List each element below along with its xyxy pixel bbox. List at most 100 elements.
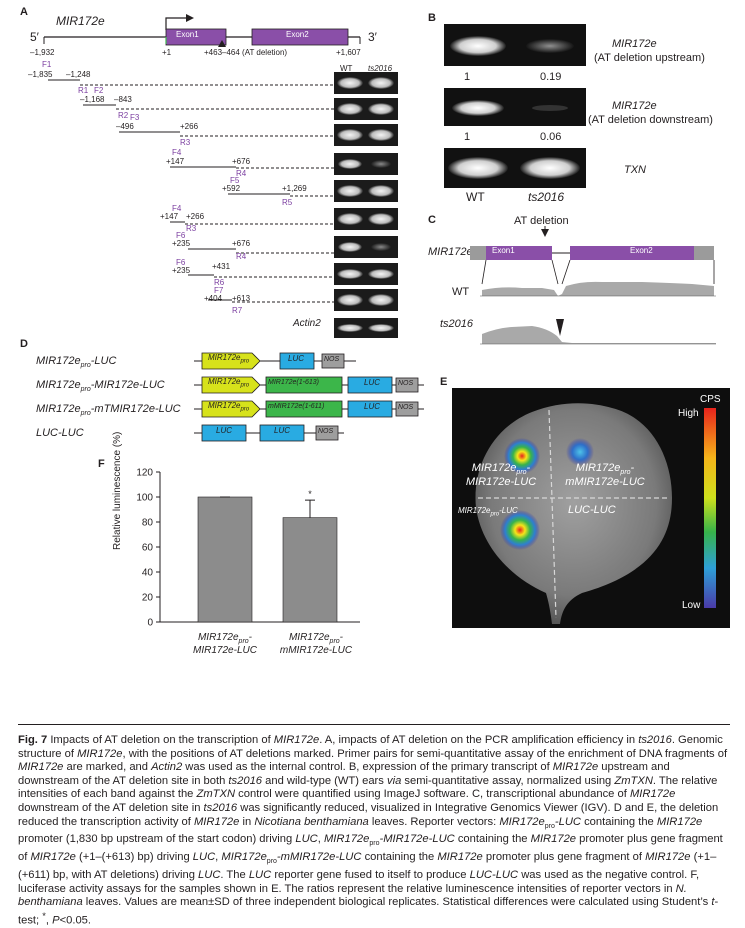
d4-nos: NOS: [318, 428, 334, 435]
gel1-val-wt: 1: [464, 71, 471, 83]
panel-label-b: B: [428, 12, 436, 24]
panel-label-a: A: [20, 6, 28, 18]
construct-2-name: MIR172epro-MIR172e-LUC: [36, 379, 165, 394]
c-exon1: Exon1: [492, 246, 515, 255]
d1-nos: NOS: [324, 356, 340, 363]
primer-r3: R3: [180, 138, 191, 147]
primer-f6b-coord: +235: [172, 266, 191, 275]
d3-prom: MIR172epro: [208, 401, 250, 413]
chart-y-tick-label: 40: [142, 568, 154, 579]
d2-nos: NOS: [398, 380, 414, 387]
d2-prom: MIR172epro: [208, 377, 250, 389]
lane-wt-b: WT: [466, 190, 485, 204]
primer-r2: R2: [118, 111, 129, 120]
d2-frag: MIR172e(1-613): [268, 379, 319, 386]
gel1-gene: MIR172e: [612, 38, 657, 50]
lane-mut-b: ts2016: [528, 190, 565, 204]
construct-3-name: MIR172epro-mTMIR172e-LUC: [36, 403, 181, 418]
gel3-gene: TXN: [624, 164, 646, 176]
panel-label-e: E: [440, 376, 448, 388]
exon1-label-a: Exon1: [176, 30, 199, 39]
e-q4-label: LUC-LUC: [568, 504, 616, 516]
primer-r6-coord: +431: [212, 262, 231, 271]
primer-f3: F3: [130, 113, 140, 122]
primer-r5: R5: [282, 198, 293, 207]
lane-mut-a: ts2016: [368, 64, 393, 73]
chart-bar: [197, 496, 253, 623]
gel2-val-wt: 1: [464, 131, 471, 143]
chart-y-tick-label: 120: [136, 468, 153, 479]
gel2-desc: (AT deletion downstream): [588, 114, 713, 126]
primer-r1-coord: –1,248: [66, 70, 91, 79]
pos-start: –1,932: [30, 48, 55, 57]
leaf-image: MIR172epro-MIR172e-LUC MIR172epro-mMIR17…: [452, 388, 730, 628]
chart-y-tick-label: 20: [142, 593, 154, 604]
e-scale-high: High: [678, 408, 699, 419]
d2-luc: LUC: [364, 378, 381, 387]
panel-label-f: F: [98, 458, 105, 470]
chart-y-tick-label: 100: [136, 493, 153, 504]
gel2-gene: MIR172e: [612, 100, 657, 112]
primer-r5-coord: +1,269: [282, 184, 307, 193]
primer-r3-coord: +266: [180, 122, 199, 131]
control-actin2: Actin2: [293, 318, 321, 329]
primer-f4-coord: +147: [166, 157, 185, 166]
primer-r2-coord: –843: [114, 95, 132, 104]
e-q3-label: MIR172epro-LUC: [458, 506, 518, 518]
gel-strip-a: [334, 72, 398, 338]
construct-1-name: MIR172epro-LUC: [36, 355, 117, 370]
exon2-label-a: Exon2: [286, 30, 309, 39]
primer-f6: F6: [176, 231, 186, 240]
d3-luc: LUC: [364, 402, 381, 411]
pos-at-deletion: +463–464 (AT deletion): [204, 48, 288, 57]
five-prime-label: 5′: [30, 30, 39, 44]
primer-f2-coord: –1,168: [80, 95, 105, 104]
chart-significance-star: *: [308, 489, 312, 499]
gel2-val-mut: 0.06: [540, 131, 562, 143]
d1-prom: MIR172epro: [208, 353, 250, 365]
d3-frag: mMIR172e(1-611): [268, 403, 325, 410]
d4-luc1: LUC: [216, 426, 233, 435]
c-exon2: Exon2: [630, 246, 653, 255]
primer-f3-coord: –496: [116, 122, 134, 131]
primer-f4: F4: [172, 148, 182, 157]
primer-r4-coord: +676: [232, 157, 251, 166]
e-q1-label: MIR172epro-MIR172e-LUC: [465, 462, 537, 489]
primer-r1: R1: [78, 86, 89, 95]
chart-cat1-label: MIR172epro-MIR172e-LUC: [193, 632, 257, 656]
construct-4-name: LUC-LUC: [36, 427, 84, 439]
d1-luc: LUC: [288, 354, 305, 363]
chart-bar: [282, 517, 338, 623]
primer-f7-coord: +404: [204, 294, 223, 303]
igv-tracks: [470, 226, 716, 345]
primer-f4b: F4: [172, 204, 182, 213]
primer-f6b: F6: [176, 258, 186, 267]
primer-r4b: R4: [236, 252, 247, 261]
primer-r3b-coord: +266: [186, 212, 205, 221]
leaf-graphic: [475, 403, 716, 624]
figure-caption: Fig. 7 Impacts of AT deletion on the tra…: [18, 734, 728, 927]
panel-a-diagram: [43, 14, 361, 303]
primer-f5-coord: +592: [222, 184, 241, 193]
chart-y-tick-label: 0: [147, 618, 153, 629]
pos-tss: +1: [162, 48, 172, 57]
panel-label-c: C: [428, 214, 436, 226]
primer-f2: F2: [94, 86, 104, 95]
d4-luc2: LUC: [274, 426, 291, 435]
primer-r4b-coord: +676: [232, 239, 251, 248]
lane-wt-a: WT: [340, 64, 353, 73]
primer-r7-coord: +613: [232, 294, 251, 303]
primer-f4b-coord: +147: [160, 212, 179, 221]
gel-strip-b: [444, 24, 586, 188]
primer-f5: F5: [230, 176, 240, 185]
e-scale-title: CPS: [700, 394, 721, 405]
chart-y-tick-label: 80: [142, 518, 154, 529]
primer-f6-coord: +235: [172, 239, 191, 248]
chart-cat2-label: MIR172epro-mMIR172e-LUC: [279, 632, 353, 656]
three-prime-label: 3′: [368, 30, 377, 44]
c-track-mut: ts2016: [440, 318, 474, 330]
c-track-wt: WT: [452, 286, 470, 298]
panel-label-d: D: [20, 338, 28, 350]
primer-f7: F7: [214, 286, 224, 295]
